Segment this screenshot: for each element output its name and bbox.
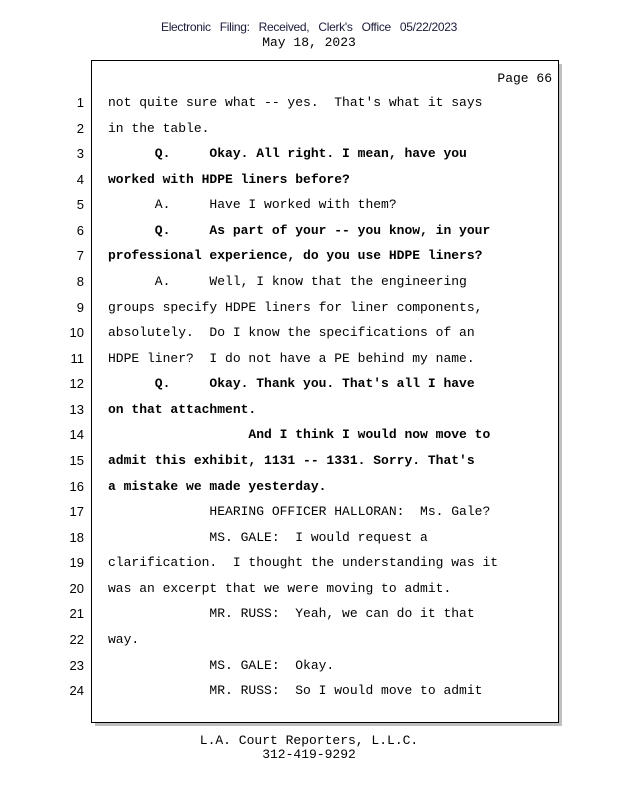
transcript-line: Q. Okay. Thank you. That's all I have: [108, 376, 475, 392]
line-number: 2: [76, 120, 84, 136]
line-number: 13: [69, 401, 84, 417]
page-number: Page 66: [497, 71, 552, 86]
line-number: 24: [69, 683, 84, 699]
transcript-line: professional experience, do you use HDPE…: [108, 248, 483, 264]
line-number: 1: [76, 95, 84, 110]
transcript-date: May 18, 2023: [262, 35, 356, 50]
transcript-line: MR. RUSS: Yeah, we can do it that: [108, 606, 475, 622]
transcript-line: MS. GALE: I would request a: [108, 529, 428, 545]
footer-phone: 312-419-9292: [262, 747, 356, 762]
transcript-line: Q. As part of your -- you know, in your: [108, 222, 491, 238]
line-number: 20: [69, 580, 84, 596]
transcript-line: Q. Okay. All right. I mean, have you: [108, 146, 467, 162]
line-number: 6: [76, 222, 84, 238]
transcript-line: not quite sure what -- yes. That's what …: [108, 95, 483, 110]
transcript-line: in the table.: [108, 120, 210, 136]
line-number: 18: [69, 529, 84, 545]
transcript-line: way.: [108, 631, 140, 647]
transcript-line: was an excerpt that we were moving to ad…: [108, 580, 452, 596]
transcript-line: A. Well, I know that the engineering: [108, 273, 467, 289]
transcript-line: HDPE liner? I do not have a PE behind my…: [108, 350, 475, 366]
transcript-line: MR. RUSS: So I would move to admit: [108, 683, 483, 699]
transcript-page-frame: [91, 60, 559, 723]
transcript-line: HEARING OFFICER HALLORAN: Ms. Gale?: [108, 504, 491, 520]
line-number: 15: [69, 452, 84, 468]
transcript-line: on that attachment.: [108, 401, 257, 417]
footer-company: L.A. Court Reporters, L.L.C.: [199, 733, 419, 748]
line-number: 21: [69, 606, 84, 622]
transcript-line: MS. GALE: Okay.: [108, 657, 335, 673]
line-number: 9: [76, 299, 84, 315]
transcript-line: a mistake we made yesterday.: [108, 478, 327, 494]
line-number: 23: [69, 657, 84, 673]
line-number: 3: [76, 146, 84, 162]
transcript-line: absolutely. Do I know the specifications…: [108, 325, 475, 341]
line-number: 16: [69, 478, 84, 494]
transcript-line: admit this exhibit, 1131 -- 1331. Sorry.…: [108, 452, 475, 468]
line-number: 10: [69, 325, 84, 341]
line-number: 19: [69, 555, 84, 571]
transcript-line: And I think I would now move to: [108, 427, 491, 443]
line-number: 7: [76, 248, 84, 264]
line-number: 5: [76, 197, 84, 213]
line-number: 22: [69, 631, 84, 647]
transcript-line: worked with HDPE liners before?: [108, 171, 350, 187]
line-number: 8: [76, 273, 84, 289]
line-number: 11: [70, 350, 85, 366]
transcript-line: groups specify HDPE liners for liner com…: [108, 299, 483, 315]
line-number: 14: [69, 427, 84, 443]
transcript-line: A. Have I worked with them?: [108, 197, 397, 213]
line-number: 12: [69, 376, 84, 392]
transcript-line: clarification. I thought the understandi…: [108, 555, 499, 571]
line-number: 17: [69, 504, 84, 520]
filing-stamp: Electronic Filing: Received, Clerk's Off…: [160, 20, 457, 34]
line-number: 4: [76, 171, 84, 187]
